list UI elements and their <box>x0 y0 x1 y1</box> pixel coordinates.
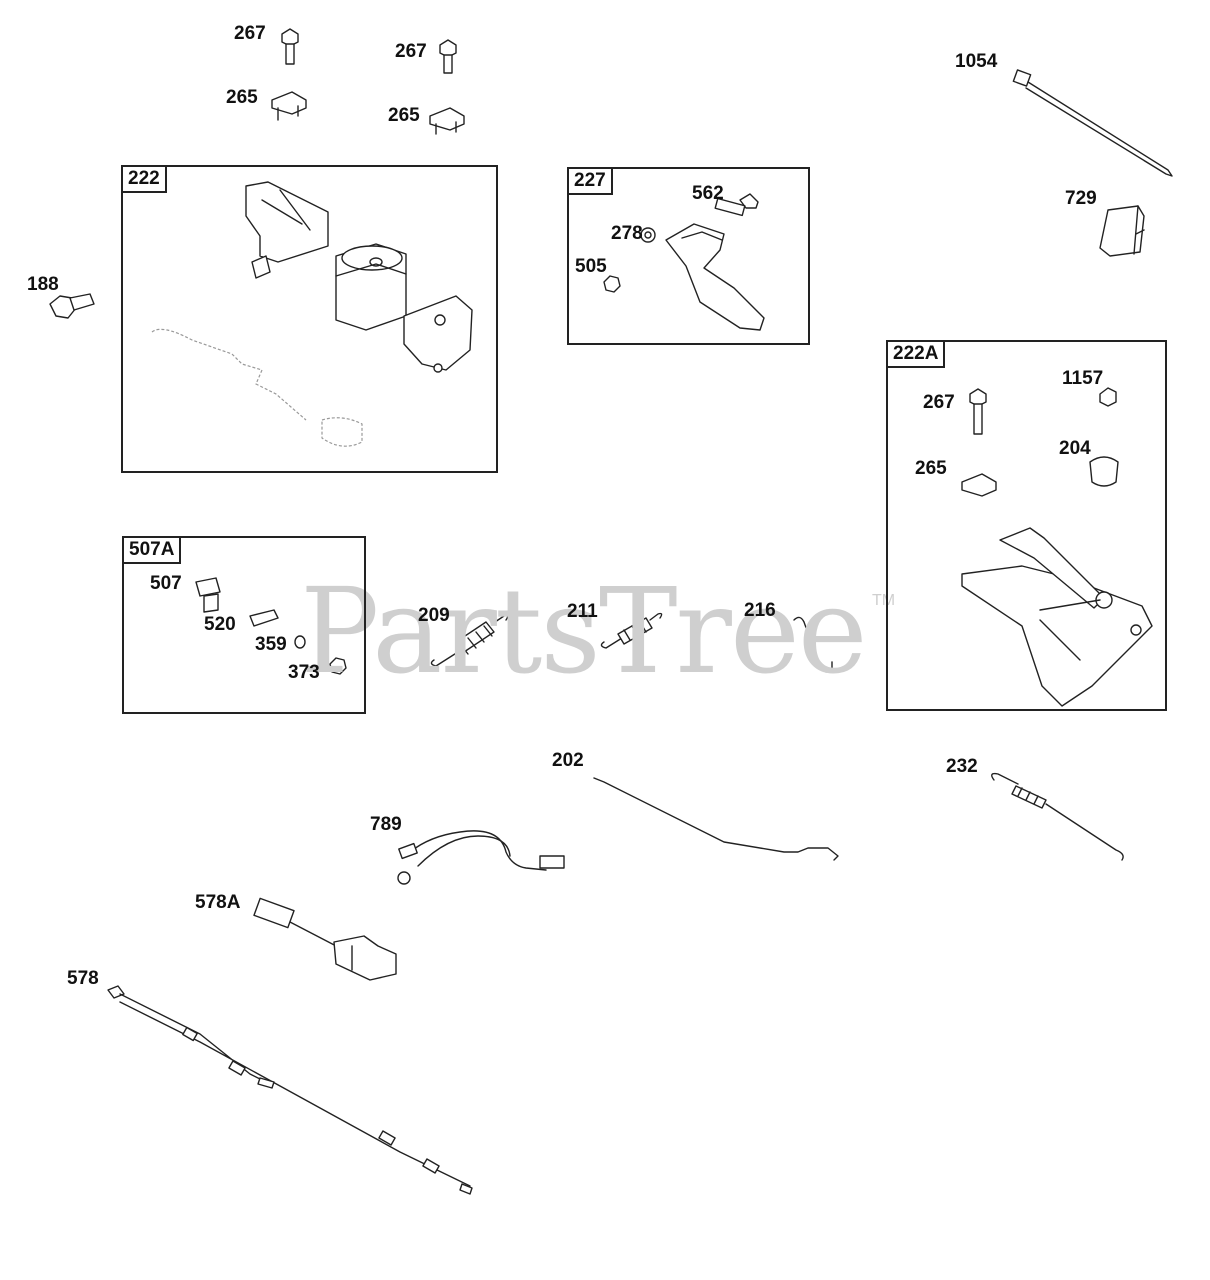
clip-265-top-middle-icon[interactable] <box>429 107 465 135</box>
screw-267-top-middle-icon[interactable] <box>439 39 457 74</box>
screw-267-top-left-icon[interactable] <box>281 28 299 65</box>
callout-520[interactable]: 520 <box>204 614 236 635</box>
bracket-assembly-222-icon[interactable] <box>151 181 473 447</box>
group-227-frame: 227 <box>567 167 810 345</box>
group-222-label[interactable]: 222 <box>123 167 167 193</box>
callout-278[interactable]: 278 <box>611 223 643 244</box>
callout-578[interactable]: 578 <box>67 968 99 989</box>
callout-265-group-222A[interactable]: 265 <box>915 458 947 479</box>
callout-729[interactable]: 729 <box>1065 188 1097 209</box>
callout-216[interactable]: 216 <box>744 600 776 621</box>
spring-232-icon[interactable] <box>991 772 1124 861</box>
group-507A-frame: 507A <box>122 536 366 714</box>
group-507A-label[interactable]: 507A <box>124 538 182 564</box>
lever-assembly-227-icon[interactable] <box>603 193 765 331</box>
callout-209[interactable]: 209 <box>418 605 450 626</box>
callout-562[interactable]: 562 <box>692 183 724 204</box>
switch-assembly-507A-icon[interactable] <box>195 577 347 675</box>
watermark: PartsTree <box>300 562 868 700</box>
callout-211[interactable]: 211 <box>567 601 598 622</box>
rod-202-icon[interactable] <box>593 777 839 861</box>
callout-202[interactable]: 202 <box>552 750 584 771</box>
callout-578A[interactable]: 578A <box>195 892 241 913</box>
callout-265-top-left[interactable]: 265 <box>226 87 258 108</box>
group-222A-frame: 222A <box>886 340 1167 711</box>
callout-265-top-middle[interactable]: 265 <box>388 105 420 126</box>
callout-505[interactable]: 505 <box>575 256 607 277</box>
harness-789-icon[interactable] <box>397 830 565 885</box>
callout-188[interactable]: 188 <box>27 274 59 295</box>
callout-373[interactable]: 373 <box>288 662 320 683</box>
harness-578-icon[interactable] <box>107 985 473 1195</box>
callout-267-group-222A[interactable]: 267 <box>923 392 955 413</box>
cover-729-icon[interactable] <box>1099 205 1145 257</box>
clip-265-top-left-icon[interactable] <box>271 91 307 121</box>
group-227-label[interactable]: 227 <box>569 169 613 195</box>
bolt-188-icon[interactable] <box>49 293 95 319</box>
callout-267-top-left[interactable]: 267 <box>234 23 266 44</box>
callout-789[interactable]: 789 <box>370 814 402 835</box>
group-222A-label[interactable]: 222A <box>888 342 946 368</box>
spring-209-icon[interactable] <box>430 614 509 667</box>
callout-204[interactable]: 204 <box>1059 438 1091 459</box>
throttle-assembly-222A-icon[interactable] <box>961 387 1153 707</box>
callout-507[interactable]: 507 <box>150 573 182 594</box>
cable-tie-1054-icon[interactable] <box>1012 69 1173 177</box>
harness-578A-icon[interactable] <box>253 897 397 981</box>
callout-359[interactable]: 359 <box>255 634 287 655</box>
watermark-trademark: TM <box>872 592 896 609</box>
callout-267-top-middle[interactable]: 267 <box>395 41 427 62</box>
callout-1157[interactable]: 1157 <box>1062 368 1104 389</box>
callout-232[interactable]: 232 <box>946 756 978 777</box>
group-222-frame: 222 <box>121 165 498 473</box>
callout-1054[interactable]: 1054 <box>955 51 998 72</box>
spring-216-icon[interactable] <box>793 616 833 673</box>
spring-211-icon[interactable] <box>600 612 663 649</box>
